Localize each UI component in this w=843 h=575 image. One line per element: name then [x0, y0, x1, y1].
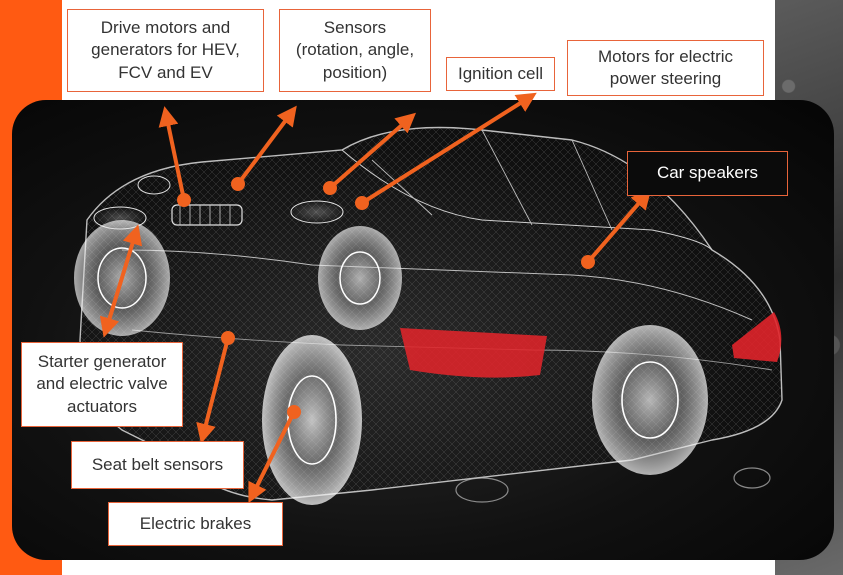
label-ignition-cell: Ignition cell	[446, 57, 555, 91]
label-seat-belt: Seat belt sensors	[71, 441, 244, 489]
label-drive-motors: Drive motors and generators for HEV, FCV…	[67, 9, 264, 92]
label-starter-generator: Starter generator and electric valve act…	[21, 342, 183, 427]
tail-light-right	[732, 312, 782, 362]
label-power-steering: Motors for electric power steering	[567, 40, 764, 96]
wheel-front-left	[74, 220, 170, 336]
label-car-speakers: Car speakers	[627, 151, 788, 196]
wheel-rear-right	[592, 325, 708, 475]
wheel-front-right	[318, 226, 402, 330]
label-electric-brakes: Electric brakes	[108, 502, 283, 546]
wheel-rear-left	[262, 335, 362, 505]
label-sensors: Sensors (rotation, angle, position)	[279, 9, 431, 92]
tail-light-left	[400, 328, 547, 378]
